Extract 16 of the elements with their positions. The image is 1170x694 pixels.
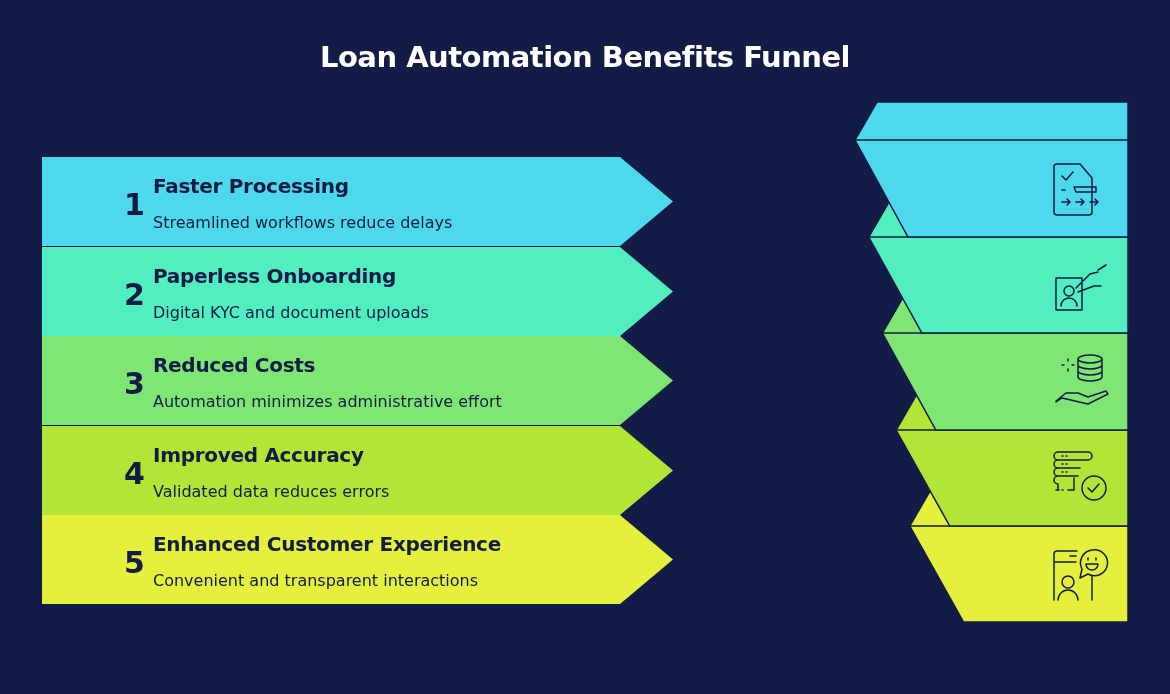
step-description: Streamlined workflows reduce delays (153, 213, 453, 232)
step-number: 2 (124, 277, 145, 312)
step-heading: Faster Processing (153, 174, 349, 198)
step-number: 4 (124, 456, 145, 491)
step-description: Validated data reduces errors (153, 482, 390, 501)
step-heading: Reduced Costs (153, 353, 316, 377)
diagram-title: Loan Automation Benefits Funnel (318, 40, 852, 74)
step-description: Automation minimizes administrative effort (153, 392, 502, 411)
step-number: 1 (124, 187, 145, 222)
step-heading: Improved Accuracy (153, 443, 364, 467)
step-number: 3 (124, 366, 145, 401)
step-description: Digital KYC and document uploads (153, 303, 429, 322)
step-number: 5 (124, 545, 145, 580)
step-description: Convenient and transparent interactions (153, 571, 479, 590)
step-heading: Paperless Onboarding (153, 264, 396, 288)
step-heading: Enhanced Customer Experience (153, 532, 501, 556)
